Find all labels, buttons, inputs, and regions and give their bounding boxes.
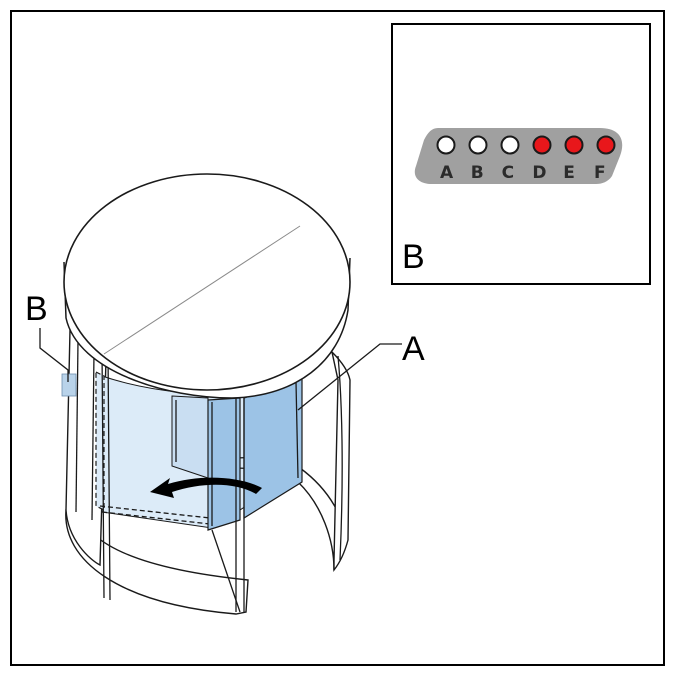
canopy-seam: [103, 225, 301, 355]
led-a: [436, 135, 456, 155]
led-e: [564, 135, 584, 155]
led-f: [596, 135, 616, 155]
canopy-top: [63, 173, 351, 391]
front-post-center: [235, 393, 245, 612]
callout-b-left: B: [25, 290, 69, 382]
led-label-c: C: [502, 163, 514, 183]
led-label-f: F: [594, 163, 606, 183]
front-post-left: [101, 349, 111, 601]
led-c: [500, 135, 520, 155]
inset-label: B: [402, 238, 425, 276]
led-label-e: E: [563, 163, 575, 183]
callout-b-label: B: [25, 290, 48, 328]
right-drum-wall: [330, 349, 351, 572]
rotation-arrow: [150, 477, 262, 498]
status-display-highlight: [61, 373, 77, 397]
door-wing-a: [207, 397, 241, 531]
revolving-door: [61, 173, 351, 615]
led-d: [532, 135, 552, 155]
callout-a: A: [297, 330, 425, 411]
callout-a-label: A: [402, 330, 425, 368]
led-b: [468, 135, 488, 155]
led-label-d: D: [532, 163, 546, 183]
led-label-a: A: [440, 163, 454, 183]
led-label-b: B: [471, 163, 484, 183]
back-wing: [171, 395, 209, 479]
